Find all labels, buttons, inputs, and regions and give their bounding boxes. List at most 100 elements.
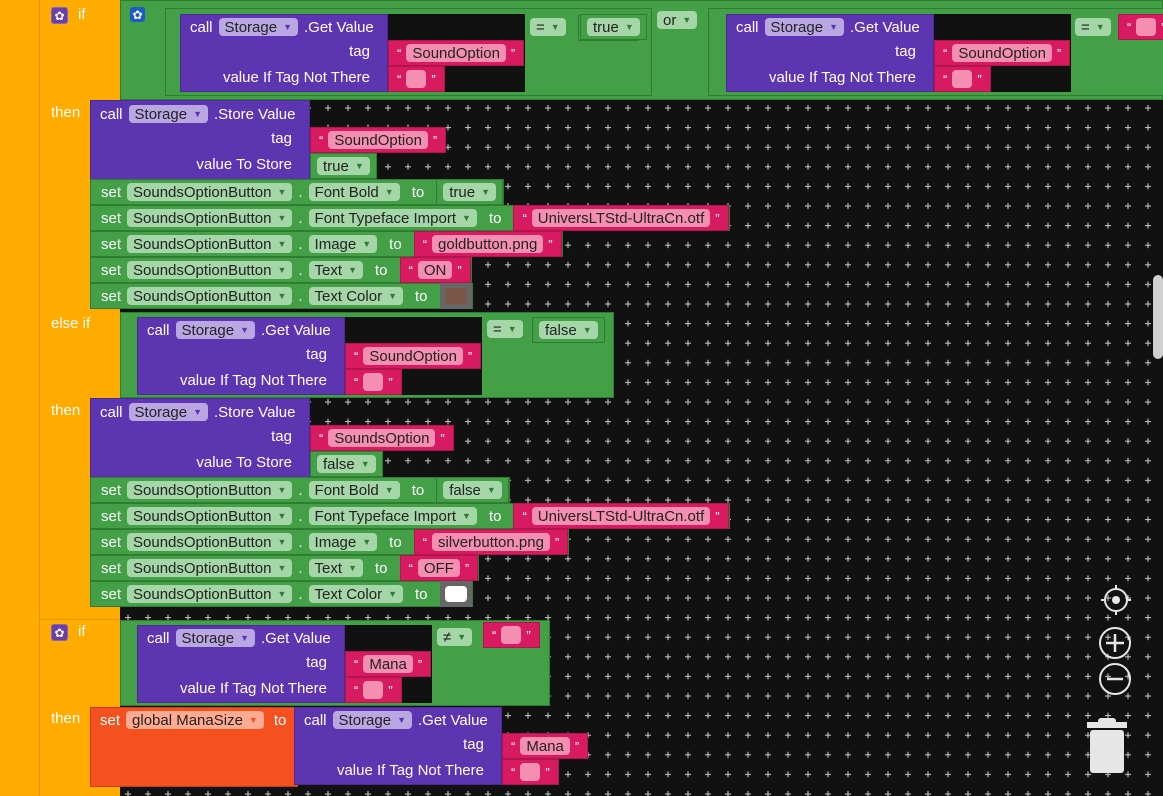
text-block[interactable]: “ON” — [399, 257, 471, 283]
text-block[interactable]: “” — [1118, 14, 1163, 40]
boolean-block[interactable]: true▼ — [310, 153, 377, 179]
mutator-gear-icon[interactable]: ✿ — [51, 624, 68, 641]
compare-operator-dropdown[interactable]: =▼ — [1075, 18, 1111, 36]
text-block[interactable]: “UniversLTStd-UltraCn.otf” — [513, 205, 729, 231]
property-dropdown[interactable]: Font Typeface Import▼ — [308, 507, 477, 525]
text-block[interactable]: “OFF” — [399, 555, 479, 581]
text-value[interactable]: UniversLTStd-UltraCn.otf — [531, 507, 711, 525]
component-dropdown[interactable]: Storage▼ — [218, 18, 298, 36]
text-block[interactable]: “” — [483, 622, 540, 648]
text-block[interactable]: “” — [345, 369, 402, 395]
text-value[interactable]: OFF — [417, 559, 460, 577]
compare-operator-dropdown[interactable]: ≠▼ — [437, 628, 473, 646]
property-dropdown[interactable]: Font Bold▼ — [308, 183, 400, 201]
text-value[interactable]: ON — [417, 261, 453, 279]
boolean-dropdown[interactable]: false▼ — [539, 321, 598, 339]
target-icon[interactable] — [1100, 584, 1132, 616]
boolean-block[interactable]: false▼ — [532, 317, 605, 343]
property-dropdown[interactable]: Image▼ — [308, 235, 378, 253]
component-dropdown[interactable]: SoundsOptionButton▼ — [127, 209, 293, 227]
component-dropdown[interactable]: Storage▼ — [764, 18, 844, 36]
color-block[interactable] — [439, 283, 472, 309]
variable-dropdown[interactable]: global ManaSize▼ — [126, 711, 264, 729]
text-value[interactable] — [520, 763, 541, 781]
text-value[interactable]: SoundOption — [328, 131, 428, 149]
property-dropdown[interactable]: Font Typeface Import▼ — [308, 209, 477, 227]
component-dropdown[interactable]: SoundsOptionButton▼ — [127, 287, 293, 305]
boolean-dropdown[interactable]: true▼ — [443, 183, 496, 201]
text-value[interactable]: goldbutton.png — [432, 235, 544, 253]
text-value[interactable]: UniversLTStd-UltraCn.otf — [531, 209, 711, 227]
boolean-block[interactable]: true▼ — [436, 179, 503, 205]
text-value[interactable] — [363, 681, 384, 699]
text-block[interactable]: “SoundOption” — [310, 127, 447, 153]
text-value[interactable] — [363, 373, 384, 391]
text-block[interactable]: “SoundsOption” — [310, 425, 454, 451]
text-block[interactable]: “SoundOption” — [388, 40, 525, 66]
text-value[interactable] — [501, 626, 522, 644]
component-dropdown[interactable]: SoundsOptionButton▼ — [127, 235, 293, 253]
boolean-dropdown[interactable]: true▼ — [317, 157, 370, 175]
component-dropdown[interactable]: SoundsOptionButton▼ — [127, 261, 293, 279]
component-dropdown[interactable]: Storage▼ — [128, 403, 208, 421]
boolean-block[interactable]: false▼ — [436, 477, 509, 503]
component-dropdown[interactable]: Storage▼ — [175, 629, 255, 647]
text-block[interactable]: “” — [345, 677, 402, 703]
property-dropdown[interactable]: Image▼ — [308, 533, 378, 551]
text-block[interactable]: “Mana” — [502, 733, 589, 759]
property-dropdown[interactable]: Text▼ — [308, 559, 363, 577]
boolean-dropdown[interactable]: true▼ — [587, 18, 640, 36]
boolean-block[interactable]: true▼ — [580, 14, 647, 40]
text-value[interactable]: SoundOption — [952, 44, 1052, 62]
or-operator-dropdown[interactable]: or▼ — [657, 11, 698, 29]
text-value[interactable]: Mana — [363, 655, 413, 673]
text-block[interactable]: “” — [502, 759, 559, 785]
minus-icon[interactable] — [1098, 662, 1132, 696]
property-dropdown[interactable]: Text▼ — [308, 261, 363, 279]
text-value[interactable]: SoundOption — [406, 44, 506, 62]
mutator-gear-icon[interactable]: ✿ — [51, 7, 68, 24]
text-value[interactable]: SoundsOption — [328, 429, 436, 447]
text-block[interactable]: “” — [934, 66, 991, 92]
text-block[interactable]: “silverbutton.png” — [413, 529, 569, 555]
vertical-scrollbar[interactable] — [1153, 275, 1163, 359]
color-swatch[interactable] — [444, 586, 467, 602]
component-dropdown[interactable]: Storage▼ — [128, 105, 208, 123]
text-block[interactable]: “” — [388, 66, 445, 92]
compare-operator-dropdown[interactable]: =▼ — [487, 320, 523, 338]
component-dropdown[interactable]: SoundsOptionButton▼ — [127, 585, 293, 603]
or-mutator-gear-icon[interactable]: ✿ — [130, 7, 145, 22]
text-block[interactable]: “UniversLTStd-UltraCn.otf” — [513, 503, 729, 529]
trash-icon[interactable] — [1084, 718, 1130, 776]
text-value[interactable]: SoundOption — [363, 347, 463, 365]
text-block[interactable]: “SoundOption” — [934, 40, 1071, 66]
component-dropdown[interactable]: Storage▼ — [175, 321, 255, 339]
component-dropdown[interactable]: SoundsOptionButton▼ — [127, 533, 293, 551]
text-value[interactable]: Mana — [520, 737, 570, 755]
text-value[interactable] — [406, 70, 427, 88]
property-dropdown[interactable]: Text Color▼ — [308, 585, 403, 603]
color-swatch[interactable] — [444, 288, 467, 304]
property-dropdown[interactable]: Text Color▼ — [308, 287, 403, 305]
component-dropdown[interactable]: SoundsOptionButton▼ — [127, 559, 293, 577]
component-dropdown[interactable]: SoundsOptionButton▼ — [127, 507, 293, 525]
compare-operator-dropdown[interactable]: =▼ — [530, 18, 566, 36]
text-block[interactable]: “Mana” — [345, 651, 432, 677]
boolean-dropdown[interactable]: false▼ — [317, 455, 376, 473]
component-dropdown[interactable]: SoundsOptionButton▼ — [127, 481, 293, 499]
component-dropdown[interactable]: SoundsOptionButton▼ — [127, 183, 293, 201]
boolean-block[interactable]: false▼ — [310, 451, 383, 477]
plus-icon[interactable] — [1098, 626, 1132, 660]
text-block[interactable]: “SoundOption” — [345, 343, 482, 369]
color-block[interactable] — [439, 581, 472, 607]
text-value[interactable] — [952, 70, 973, 88]
text-value[interactable] — [1136, 18, 1157, 36]
boolean-dropdown[interactable]: false▼ — [443, 481, 502, 499]
